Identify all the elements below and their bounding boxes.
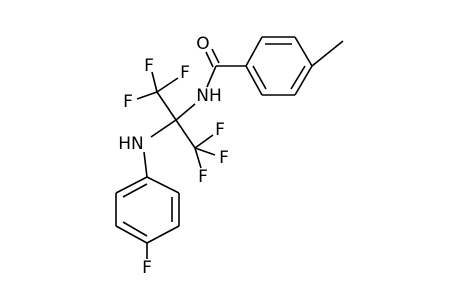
atom-label-oxygen: O [196,34,209,54]
bond-cf3-lower-f1 [194,134,214,149]
bond-cf3-lower-central [175,119,196,149]
bond-ring1-inner-2 [290,65,306,90]
bond-ring2-4 [115,225,148,244]
bond-cf3-upper-f1 [151,71,158,93]
atom-label-fluorine: F [142,258,152,278]
bond-cf3-upper-f2 [156,77,179,93]
bond-ring1-3 [294,36,313,67]
bond-carbonyl-double-b [211,48,220,64]
atom-labels: O NH HN F F F F F F F [118,34,229,278]
bond-ring2-inner-2 [122,221,148,237]
atom-label-fluorine: F [144,56,154,76]
bond-cf3-upper-f3 [136,91,158,100]
bond-cf3-lower-f2 [194,147,216,156]
atom-label-anilino-hn: HN [118,134,144,154]
bond-ring1-4 [294,65,313,96]
atom-label-amide-nh: NH [196,86,222,106]
bond-central-hn [150,119,177,138]
atom-label-fluorine: F [180,63,190,83]
bond-ring1-inner-3 [252,65,267,90]
bond-carbonyl-nh [206,65,217,88]
atom-label-fluorine: F [215,120,225,140]
atom-label-fluorine: F [219,148,229,168]
atom-label-fluorine: F [123,92,133,112]
bonds [115,36,344,259]
bond-methyl [311,40,344,67]
bond-ring2-3 [146,225,180,244]
bond-carbonyl-double-a [205,51,214,68]
bond-ring1-6 [245,65,263,96]
atom-label-fluorine: F [198,167,208,187]
bond-cf3-upper-central [156,91,177,121]
bond-ring1-1 [245,36,263,67]
bond-nh-central-c [175,103,196,121]
bond-cf3-lower-f3 [194,147,202,169]
bond-ring2-1 [146,176,180,194]
bond-ring2-6 [115,176,148,194]
bond-ring2-inner-3 [122,183,148,198]
bond-hn-ring [143,151,148,178]
